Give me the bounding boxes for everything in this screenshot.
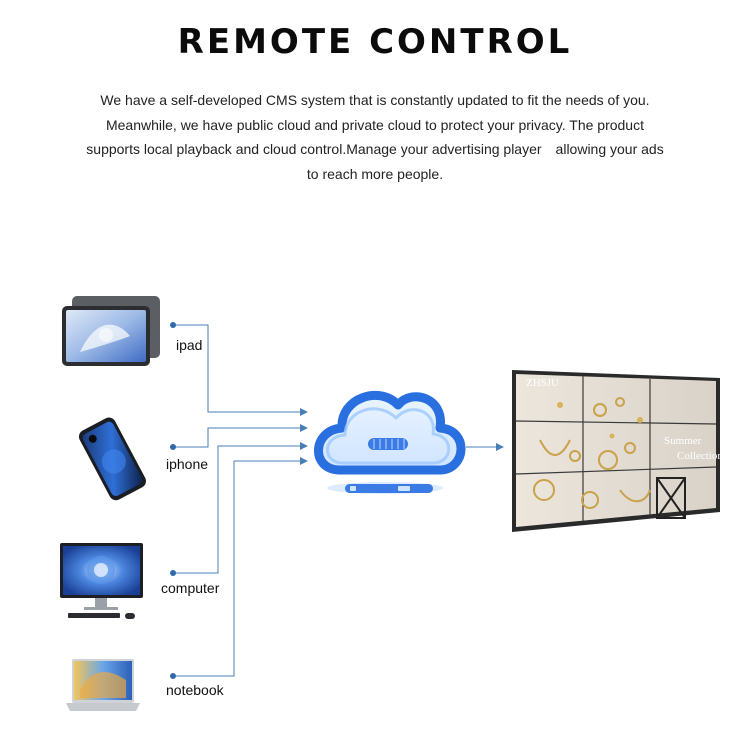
wall-overlay-text-2: Collection: [677, 450, 723, 462]
device-label-computer: computer: [161, 580, 220, 596]
device-label-iphone: iphone: [166, 456, 209, 472]
connector-lines: [173, 324, 504, 677]
video-wall-display: ZHSJU Summer Collection: [512, 370, 723, 532]
description-line: We have a self-developed CMS system that…: [100, 92, 650, 108]
description-line: Meanwhile, we have public cloud and priv…: [105, 116, 644, 133]
wall-overlay-text-1: Summer: [664, 435, 702, 447]
connector-dots: [170, 322, 176, 679]
smartphone-icon: [78, 417, 146, 501]
page-title: REMOTE CONTROL: [177, 22, 573, 62]
connector-notebook: [173, 457, 308, 677]
description: We have a self-developed CMS system that…: [80, 88, 670, 186]
description-line: supports local playback and cloud contro…: [86, 141, 664, 157]
device-label-notebook: notebook: [166, 682, 224, 698]
laptop-icon: [66, 659, 140, 711]
device-label-ipad: ipad: [176, 337, 203, 353]
desktop-monitor-icon: [60, 543, 143, 619]
connector-computer: [173, 442, 308, 574]
connector-ipad: [173, 324, 308, 416]
wall-small-caption: ZHSJU: [526, 377, 559, 389]
tablet-icon: [62, 296, 160, 366]
description-line: to reach more people.: [306, 165, 444, 182]
cloud-icon: [314, 390, 466, 494]
connector-iphone: [173, 424, 308, 448]
